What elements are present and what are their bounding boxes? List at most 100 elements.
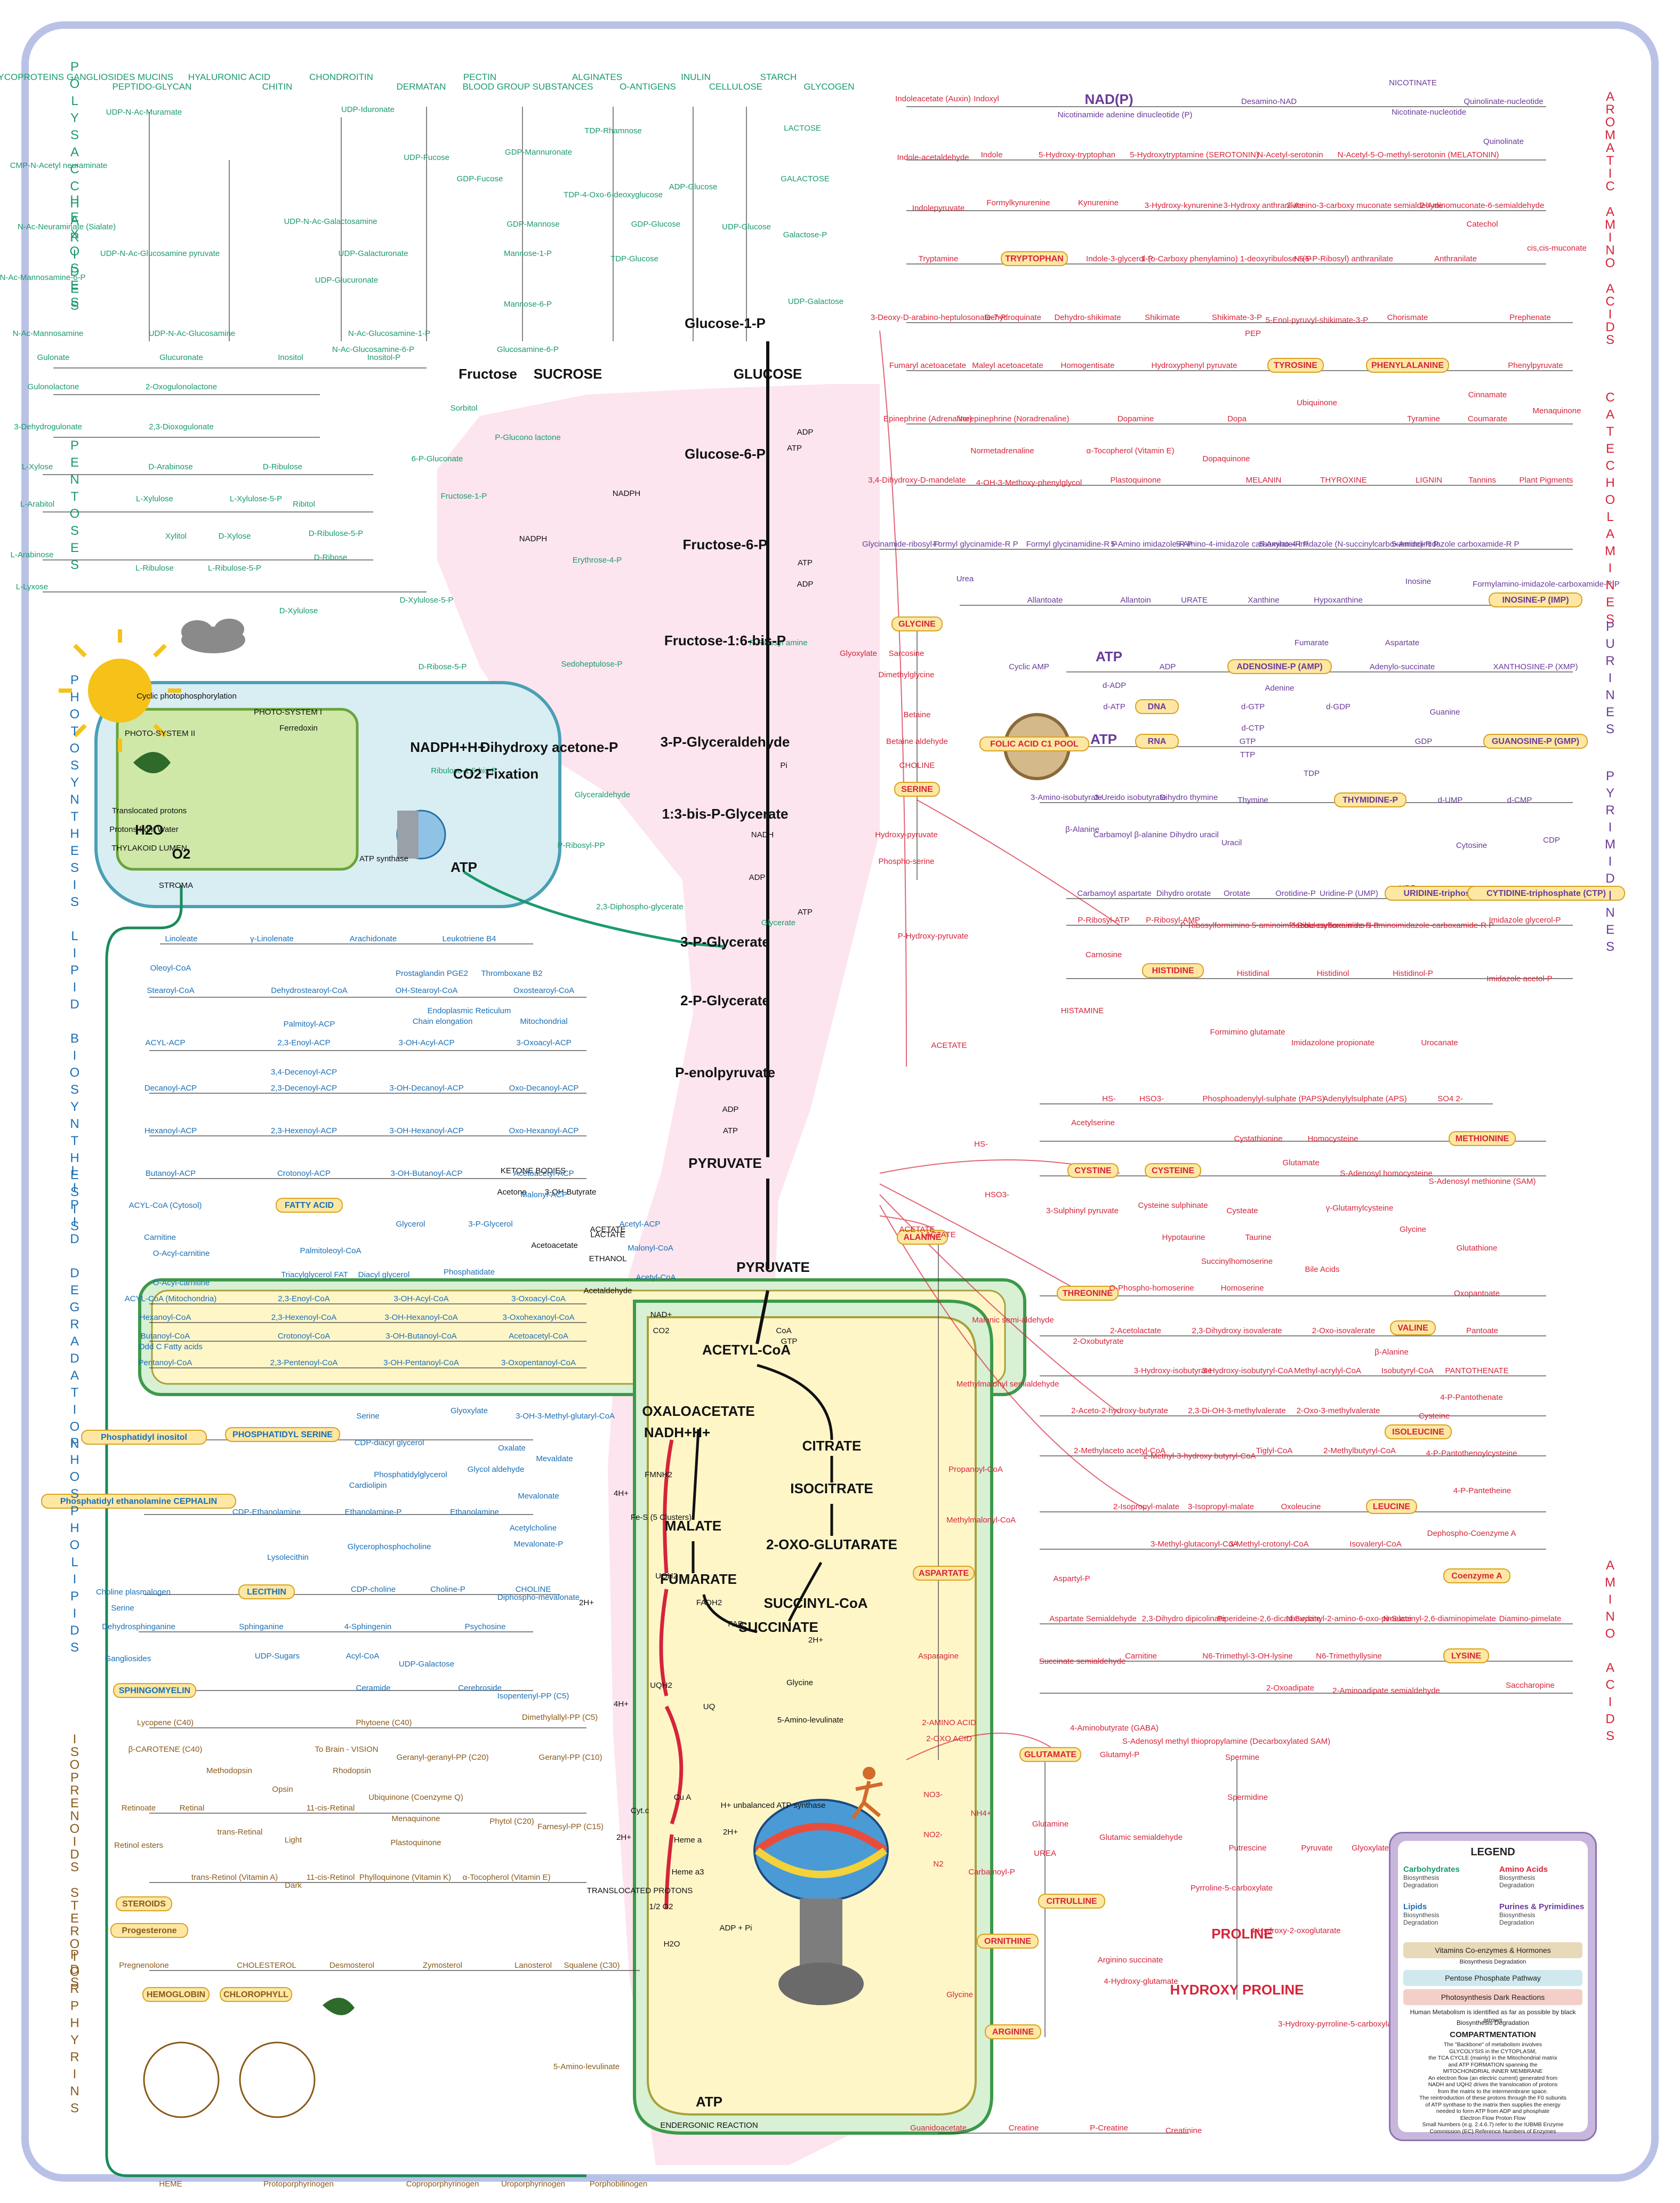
metabolite-name: Formyl glycinamide-R P	[933, 540, 1018, 549]
metabolite-name: Fe-S (5 Clusters)	[631, 1513, 692, 1522]
metabolite-name: Acetoacetate	[531, 1241, 578, 1250]
metabolite-name: Retinal	[180, 1804, 205, 1813]
metabolite-name: Coumarate	[1468, 414, 1507, 423]
metabolite-label: Crotonoyl-ACP	[277, 1169, 331, 1178]
metabolite-label: γ-Linolenate	[250, 934, 294, 943]
metabolite-label: Decanoyl-ACP	[144, 1084, 197, 1093]
metabolite-label: Glyoxylate	[1352, 1844, 1389, 1853]
metabolite-label: HEME	[159, 2180, 182, 2189]
metabolite-label: CDP-diacyl glycerol	[355, 1438, 424, 1447]
metabolite-label: Quinolinate-nucleotide	[1464, 97, 1543, 106]
metabolite-label: Carnitine	[1125, 1652, 1157, 1661]
metabolite-name: Formylamino-imidazole-carboxamide-R P	[1473, 580, 1620, 589]
metabolite-name: 2-Methyl-3-hydroxy butyryl-CoA	[1144, 1452, 1256, 1461]
metabolite-label: N-Ac-Mannosamine-6-P	[0, 273, 85, 282]
metabolite-name: 3-Sulphinyl pyruvate	[1046, 1206, 1119, 1215]
metabolite-label: Plant Pigments	[1520, 476, 1573, 485]
metabolite-name: Glycerol	[396, 1220, 425, 1229]
metabolite-label: 3-Dehydrogulonate	[14, 422, 82, 431]
metabolite-name: Porphobilinogen	[590, 2180, 647, 2189]
metabolite-label: Palmitoyl-ACP	[284, 1020, 335, 1029]
metabolite-name: NO2-	[923, 1830, 943, 1839]
metabolite-name: Kynurenine	[1078, 198, 1119, 207]
metabolite-label: ACYL-CoA (Cytosol)	[129, 1201, 202, 1210]
metabolite-label: 3-Hydroxy anthranilate	[1224, 201, 1304, 210]
metabolite-label: Dimethylglycine	[878, 670, 934, 679]
metabolite-label: 1/2 O2	[649, 1902, 673, 1911]
metabolite-name: Ribitol	[293, 500, 315, 509]
metabolite-chip	[985, 2024, 1041, 2039]
metabolite-label: ACYL-ACP	[145, 1038, 185, 1047]
metabolite-name: 1/2 O2	[649, 1902, 673, 1911]
metabolite-name: Pyruvate	[1301, 1844, 1332, 1853]
metabolite-name: Dihydro uracil	[1170, 830, 1219, 839]
metabolite-label: 3-Hydroxy-isobutyryl-CoA	[1202, 1366, 1293, 1375]
metabolite-label: ADP-Glucose	[669, 182, 718, 191]
mitochondrion-inner	[647, 1316, 977, 2116]
metabolite-label: 2H+	[616, 1833, 631, 1842]
metabolite-name: METHIONINE	[1456, 1134, 1509, 1143]
metabolite-label: Glucosamine-6-P	[497, 345, 559, 354]
metabolite-name: N-Acetyl-5-O-methyl-serotonin (MELATONIN…	[1338, 150, 1499, 159]
metabolite-label: Glutamine	[1032, 1820, 1068, 1829]
metabolite-label: 4H+	[614, 1489, 629, 1498]
metabolite-label: 2-Aminoadipate semialdehyde	[1332, 1686, 1440, 1695]
metabolite-name: THYMIDINE-P	[1343, 796, 1398, 805]
metabolite-name: 2-Oxo-isovalerate	[1312, 1326, 1375, 1335]
metabolite-label: D-Arabinose	[148, 462, 192, 471]
metabolite-name: CITRULLINE	[1046, 1897, 1097, 1906]
metabolite-label: Sorbitol	[451, 404, 478, 413]
metabolite-name: Quinolinate-nucleotide	[1464, 97, 1543, 106]
metabolite-label: Normetadrenaline	[970, 446, 1034, 455]
thylakoid-region	[116, 708, 359, 871]
metabolite-name: 5-Hydroxytryptamine (SEROTONIN)	[1130, 150, 1258, 159]
metabolite-label: NO2-	[923, 1830, 943, 1839]
metabolite-name: Inositol-P	[367, 353, 401, 362]
metabolite-name: Glutamyl-P	[1100, 1750, 1139, 1759]
metabolite-label: CHLOROPHYLL	[220, 1987, 292, 2002]
metabolite-name: γ-Linolenate	[250, 934, 294, 943]
metabolite-name: Decanoyl-ACP	[144, 1084, 197, 1093]
metabolite-name: Asparagine	[918, 1652, 959, 1661]
metabolite-name: ISOLEUCINE	[1392, 1428, 1444, 1437]
metabolite-name: N-Acetyl-serotonin	[1257, 150, 1323, 159]
legend-photo-bar: Photosynthesis Dark Reactions	[1403, 1989, 1582, 2005]
polysaccharide-header: PECTIN	[463, 72, 496, 82]
metabolite-name: FMNH2	[645, 1470, 672, 1479]
metabolite-name: ATP	[1096, 648, 1122, 664]
metabolite-name: Hydroxyphenyl pyruvate	[1152, 361, 1237, 370]
metabolite-label: Fructose	[459, 366, 517, 382]
metabolite-label: TDP	[1304, 769, 1320, 778]
metabolite-chip	[1135, 699, 1179, 714]
metabolite-label: L-Arabitol	[20, 500, 54, 509]
metabolite-label: H2O	[664, 1940, 680, 1949]
metabolite-name: β-Alanine	[1065, 825, 1099, 834]
metabolite-label: Phenylpyruvate	[1508, 361, 1563, 370]
metabolite-name: Butanoyl-CoA	[141, 1332, 190, 1341]
metabolite-label: Nicotinamide adenine dinucleotide (P)	[1058, 110, 1193, 119]
metabolite-chip	[220, 1987, 292, 2002]
metabolite-label: Guanine	[1430, 708, 1460, 717]
metabolite-label: LACTATE	[921, 1230, 955, 1239]
metabolite-label: UDP-Galacturonate	[339, 249, 408, 258]
metabolite-name: UREA	[1034, 1849, 1056, 1858]
metabolite-name: Acetaldehyde	[584, 1286, 632, 1295]
metabolite-label: 2-Acetolactate	[1110, 1326, 1161, 1335]
metabolite-name: Isopentenyl-PP (C5)	[497, 1692, 569, 1701]
legend-human-sub: Biosynthesis Degradation	[1456, 2019, 1530, 2026]
metabolite-label: Dark	[285, 1881, 302, 1890]
metabolite-name: UDP-Galactose	[399, 1660, 454, 1669]
metabolite-label: 4-P-Pantetheine	[1453, 1486, 1511, 1495]
metabolite-name: 3-OH-Hexanoyl-CoA	[384, 1313, 458, 1322]
metabolite-label: 3-OH-3-Methyl-glutaryl-CoA	[516, 1412, 615, 1421]
metabolite-label: CITRATE	[802, 1438, 862, 1454]
rain-cloud-icon	[181, 619, 245, 653]
metabolite-label: Isopentenyl-PP (C5)	[497, 1692, 569, 1701]
metabolite-name: HISTIDINE	[1152, 966, 1194, 975]
metabolite-label: Sedoheptulose-P	[561, 660, 622, 669]
metabolite-label: CYTIDINE-triphosphate (CTP)	[1467, 886, 1625, 901]
metabolite-name: Dopamine	[1118, 414, 1154, 423]
metabolite-name: Malonic semi-aldehyde	[972, 1316, 1054, 1325]
metabolite-label: Leukotriene B4	[443, 934, 496, 943]
metabolite-label: Phosphoadenylyl-sulphate (PAPS)	[1202, 1094, 1324, 1103]
